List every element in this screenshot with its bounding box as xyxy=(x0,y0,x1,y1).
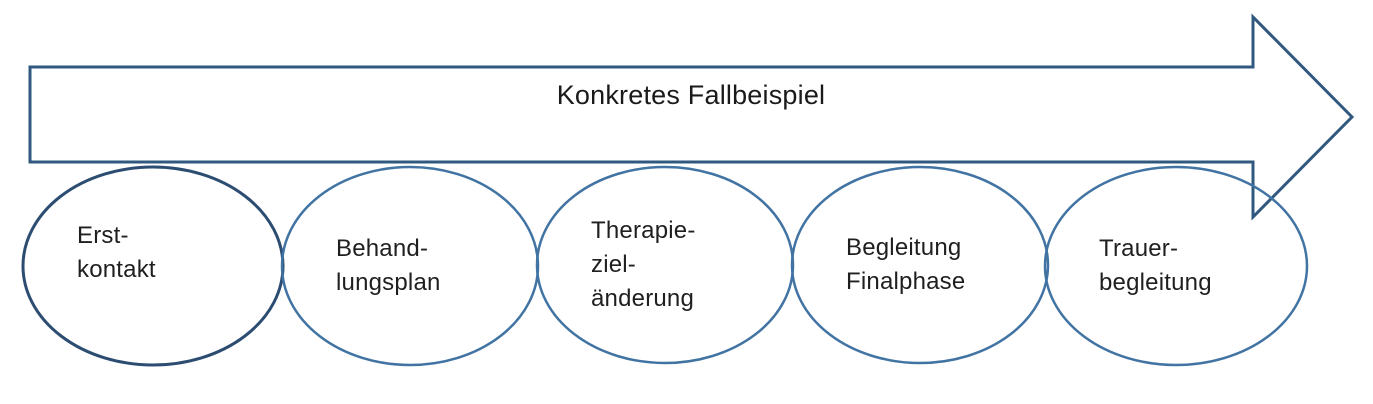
stage-label-begleitung-finalphase: Begleitung Finalphase xyxy=(846,234,966,295)
arrow-banner-title: Konkretes Fallbeispiel xyxy=(556,80,826,110)
stage-label-trauerbegleitung: Trauer- begleitung xyxy=(1099,235,1212,296)
stage-ellipse-begleitung-finalphase xyxy=(790,165,1050,365)
stage-label-therapiezielaenderung: Therapie- ziel- änderung xyxy=(591,217,696,312)
stage-ellipse-trauerbegleitung xyxy=(1043,165,1309,367)
stage-label-behandlungsplan: Behand- lungsplan xyxy=(336,235,441,296)
stage-label-erstkontakt: Erst- kontakt xyxy=(77,222,156,283)
timeline-arrow-shape xyxy=(28,13,1355,221)
